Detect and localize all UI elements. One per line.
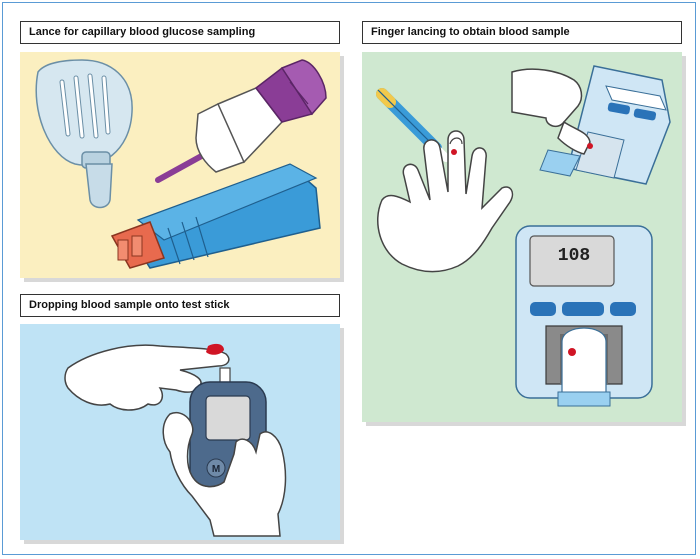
blood-drop-icon (568, 348, 576, 356)
finger-panel: 108 (362, 52, 682, 422)
hand-icon (377, 130, 514, 273)
lance-panel (20, 52, 340, 278)
hand-icon (557, 120, 591, 155)
meter-reading: 108 (558, 246, 590, 266)
blood-drop-icon (587, 143, 593, 149)
finger-caption: Finger lancing to obtain blood sample (362, 21, 682, 44)
dropping-panel: M C (20, 324, 340, 540)
lancet-pen-icon (35, 59, 133, 209)
meter-button-m: M (212, 464, 220, 475)
dropping-caption: Dropping blood sample onto test stick (20, 294, 340, 317)
test-strip-icon (539, 149, 581, 177)
lancing-device-icon (110, 163, 321, 269)
lance-caption: Lance for capillary blood glucose sampli… (20, 21, 340, 44)
hand-icon (511, 68, 583, 128)
lancet-icon (155, 59, 327, 183)
glucose-meter-icon (567, 65, 671, 185)
hand-icon (162, 411, 287, 537)
blood-drop-icon (451, 149, 457, 155)
test-strip-icon (557, 327, 611, 407)
blood-drop-icon (206, 343, 224, 355)
